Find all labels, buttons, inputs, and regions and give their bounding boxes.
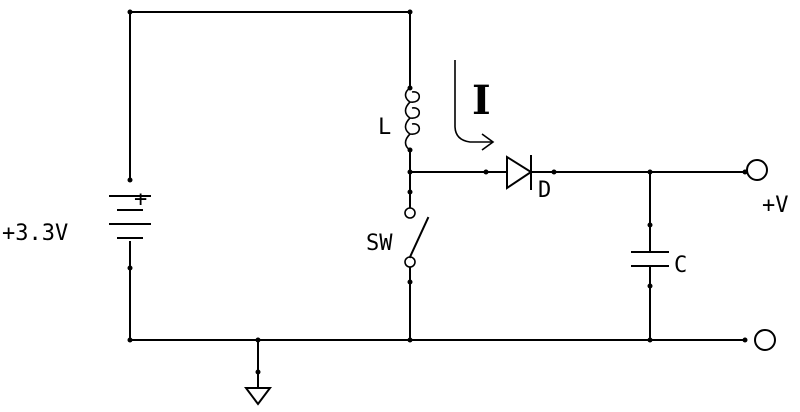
- output-voltage-label: +V: [762, 193, 789, 218]
- battery-symbol: [109, 195, 151, 239]
- wires: [129, 11, 746, 389]
- battery-plus-label: +: [134, 187, 147, 212]
- current-arrow: [454, 60, 495, 151]
- ground-icon: [244, 387, 272, 406]
- switch-symbol: [404, 207, 430, 268]
- supply-voltage-label: +3.3V: [2, 221, 68, 246]
- inductor-label: L: [378, 115, 391, 140]
- current-label: I: [472, 77, 491, 124]
- output-terminals: [746, 159, 776, 351]
- diode-label: D: [538, 178, 551, 203]
- junction-dots: [127, 9, 748, 375]
- capacitor-label: C: [674, 253, 687, 278]
- inductor-symbol: [404, 87, 421, 151]
- diode-symbol: [506, 155, 533, 190]
- switch-label: SW: [366, 231, 393, 256]
- capacitor-symbol: [631, 251, 669, 267]
